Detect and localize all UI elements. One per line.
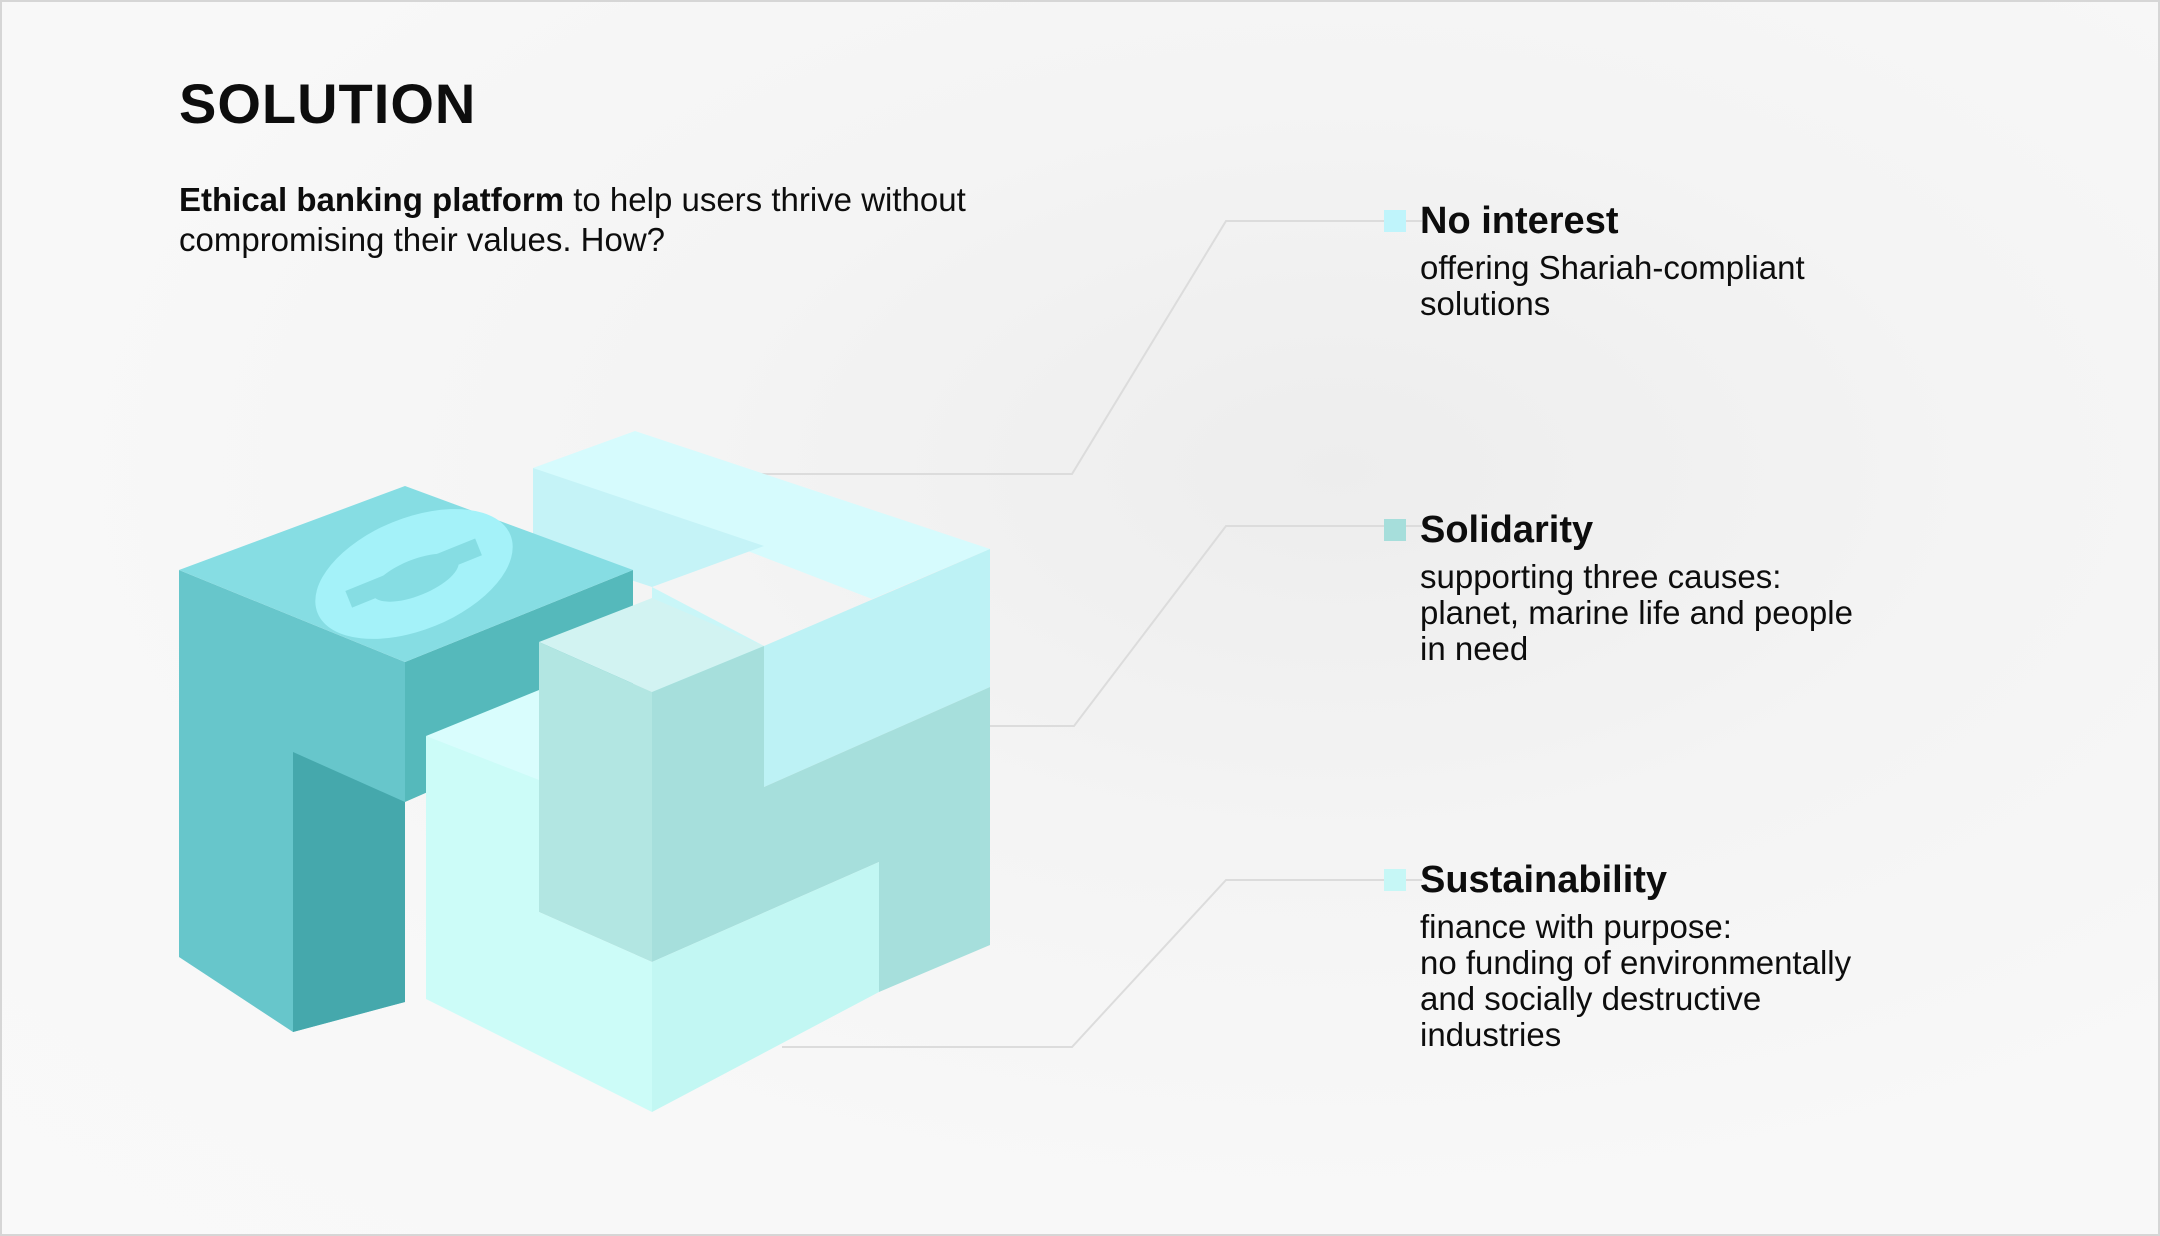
feature-description: offering Shariah-compliant solutions (1420, 249, 1805, 322)
intro-text: Ethical banking platform to help users t… (179, 180, 999, 260)
feature-no-interest: No interest offering Shariah-compliant s… (1384, 198, 2020, 322)
logo-mark (315, 509, 513, 639)
intro-bold: Ethical banking platform (179, 181, 565, 218)
feature-sustainability: Sustainability finance with purpose: no … (1384, 857, 2020, 1053)
slide-title: SOLUTION (179, 72, 477, 135)
feature-marker (1384, 869, 1406, 891)
feature-marker (1384, 210, 1406, 232)
feature-title: Solidarity (1420, 509, 1594, 551)
cube-pale-right-face (652, 862, 879, 1112)
connector-line-1 (722, 220, 1422, 475)
cube-pale-top-face (426, 690, 539, 792)
feature-description: supporting three causes: planet, marine … (1420, 558, 1853, 667)
feature-marker (1384, 519, 1406, 541)
connector-line-2 (987, 525, 1422, 727)
cube-pale-left-face (426, 736, 652, 1112)
connector-line-3 (782, 879, 1422, 1048)
feature-solidarity: Solidarity supporting three causes: plan… (1384, 507, 2020, 667)
cube-mint-front-face (652, 646, 990, 992)
cube-top-back-face (533, 431, 990, 599)
cube-upper-right-face (764, 549, 990, 787)
feature-title: No interest (1420, 200, 1619, 242)
cube-mint-left-face (539, 642, 652, 962)
feature-description: finance with purpose: no funding of envi… (1420, 908, 1852, 1053)
cube-mint-top-face (539, 598, 764, 692)
intro-rest: to help users thrive without compromisin… (179, 181, 966, 258)
feature-title: Sustainability (1420, 859, 1668, 901)
cube-dark-inner-face (293, 752, 405, 1032)
